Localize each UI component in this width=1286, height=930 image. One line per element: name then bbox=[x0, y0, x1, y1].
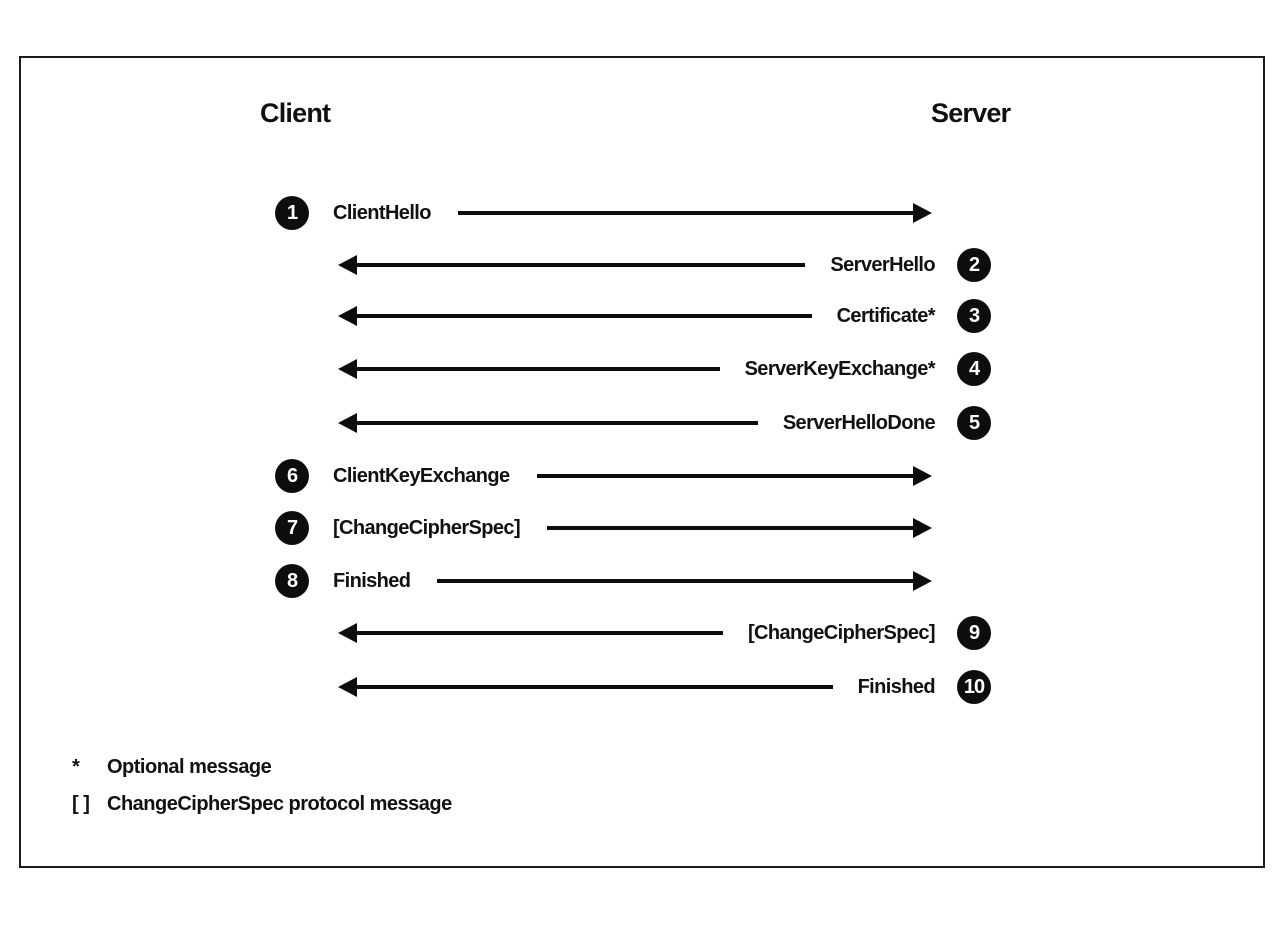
message-row-2: ServerHello 2 bbox=[275, 247, 991, 283]
message-label: Finished bbox=[857, 675, 936, 698]
arrow-right-icon bbox=[457, 202, 933, 224]
step-badge: 2 bbox=[957, 248, 991, 282]
arrow-left-icon bbox=[338, 622, 723, 644]
message-row-8: 8 Finished bbox=[275, 563, 991, 599]
message-label: Certificate* bbox=[836, 304, 936, 327]
arrow-right-icon bbox=[536, 465, 933, 487]
message-label: ClientKeyExchange bbox=[333, 464, 510, 487]
legend: * Optional message [ ] ChangeCipherSpec … bbox=[68, 756, 452, 830]
message-label: ServerHelloDone bbox=[782, 411, 936, 434]
message-label: ServerHello bbox=[830, 253, 935, 276]
message-label: ClientHello bbox=[333, 201, 431, 224]
step-badge: 10 bbox=[957, 670, 991, 704]
step-badge: 5 bbox=[957, 406, 991, 440]
step-badge: 8 bbox=[275, 564, 309, 598]
message-row-10: Finished 10 bbox=[275, 669, 991, 705]
arrow-left-icon bbox=[338, 676, 833, 698]
message-row-1: 1 ClientHello bbox=[275, 195, 991, 231]
step-badge: 6 bbox=[275, 459, 309, 493]
arrow-left-icon bbox=[338, 254, 806, 276]
arrow-right-icon bbox=[437, 570, 932, 592]
step-badge: 7 bbox=[275, 511, 309, 545]
message-row-7: 7 [ChangeCipherSpec] bbox=[275, 510, 991, 546]
legend-item-optional: * Optional message bbox=[68, 756, 452, 793]
step-badge: 9 bbox=[957, 616, 991, 650]
message-label: Finished bbox=[333, 569, 411, 592]
step-badge: 1 bbox=[275, 196, 309, 230]
message-row-6: 6 ClientKeyExchange bbox=[275, 458, 991, 494]
legend-item-brackets: [ ] ChangeCipherSpec protocol message bbox=[68, 793, 452, 830]
brackets-symbol: [ ] bbox=[72, 793, 90, 815]
step-badge: 3 bbox=[957, 299, 991, 333]
message-label: [ChangeCipherSpec] bbox=[333, 516, 521, 539]
step-badge: 4 bbox=[957, 352, 991, 386]
arrow-right-icon bbox=[547, 517, 932, 539]
actor-label-server: Server bbox=[931, 98, 1011, 128]
message-row-9: [ChangeCipherSpec] 9 bbox=[275, 615, 991, 651]
legend-text: ChangeCipherSpec protocol message bbox=[107, 793, 452, 815]
message-row-3: Certificate* 3 bbox=[275, 298, 991, 334]
arrow-left-icon bbox=[338, 412, 758, 434]
message-row-4: ServerKeyExchange* 4 bbox=[275, 351, 991, 387]
legend-text: Optional message bbox=[107, 756, 272, 778]
arrow-left-icon bbox=[338, 358, 720, 380]
message-row-5: ServerHelloDone 5 bbox=[275, 405, 991, 441]
diagram-border bbox=[19, 56, 1265, 868]
asterisk-symbol: * bbox=[72, 756, 80, 778]
arrow-left-icon bbox=[338, 305, 812, 327]
message-label: [ChangeCipherSpec] bbox=[747, 621, 936, 644]
message-label: ServerKeyExchange* bbox=[744, 357, 936, 380]
actor-label-client: Client bbox=[260, 98, 331, 128]
